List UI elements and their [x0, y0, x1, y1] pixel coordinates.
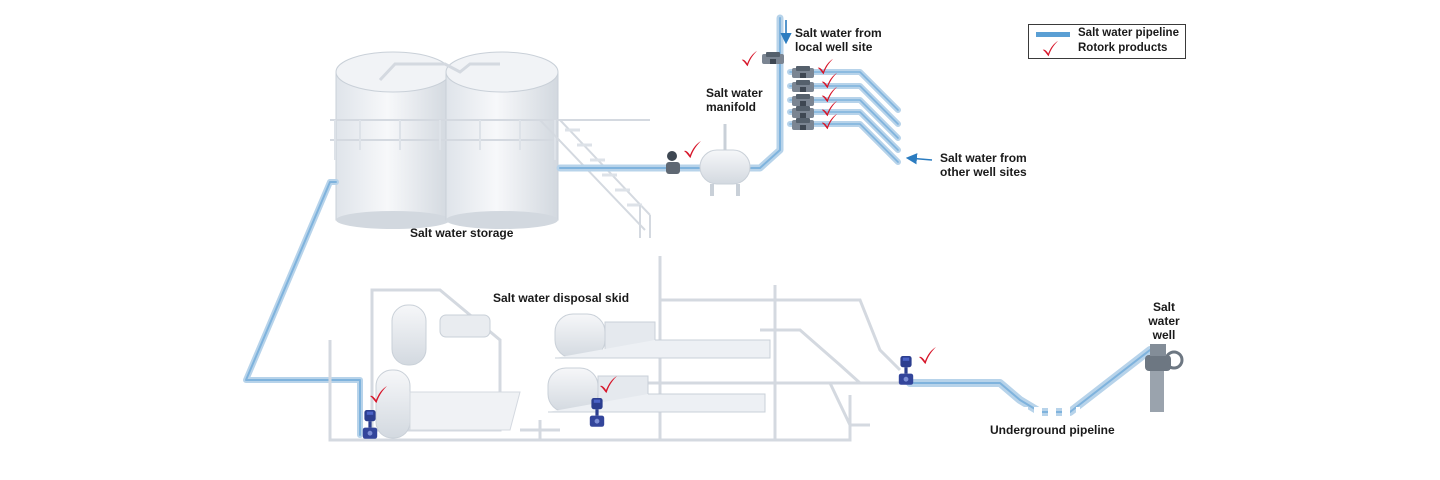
- skid-vessels: [375, 304, 521, 439]
- manifold-vessel: [666, 124, 751, 196]
- label-salt-water-manifold: Salt water manifold: [706, 86, 763, 114]
- flow-arrows: [780, 20, 933, 165]
- check-icon: [919, 347, 936, 364]
- label-underground-pipeline: Underground pipeline: [990, 423, 1115, 437]
- storage-tanks: [330, 51, 651, 238]
- manifold-valve-bank: [762, 52, 814, 130]
- label-other-well-sites: Salt water from other well sites: [940, 151, 1027, 179]
- legend-pipeline-label: Salt water pipeline: [1078, 27, 1179, 39]
- label-disposal-skid: Salt water disposal skid: [493, 291, 630, 305]
- other-wells-arrow-icon: [905, 153, 933, 165]
- wellhead: [1145, 344, 1184, 412]
- check-icon: [684, 141, 701, 158]
- actuator-icon: [898, 356, 914, 385]
- legend-row-products: Rotork products: [1029, 40, 1185, 57]
- label-local-well-site: Salt water from local well site: [795, 26, 882, 54]
- label-salt-water-well: Salt water well: [1148, 300, 1180, 342]
- legend-row-pipeline: Salt water pipeline: [1029, 27, 1185, 42]
- pipeline-swatch-icon: [1036, 32, 1070, 37]
- legend: Salt water pipeline Rotork products: [1028, 24, 1186, 59]
- label-salt-water-storage: Salt water storage: [410, 226, 514, 240]
- actuator-icon: [362, 410, 378, 439]
- check-icon: [1042, 40, 1059, 57]
- check-icon: [741, 50, 758, 67]
- legend-products-label: Rotork products: [1078, 42, 1168, 54]
